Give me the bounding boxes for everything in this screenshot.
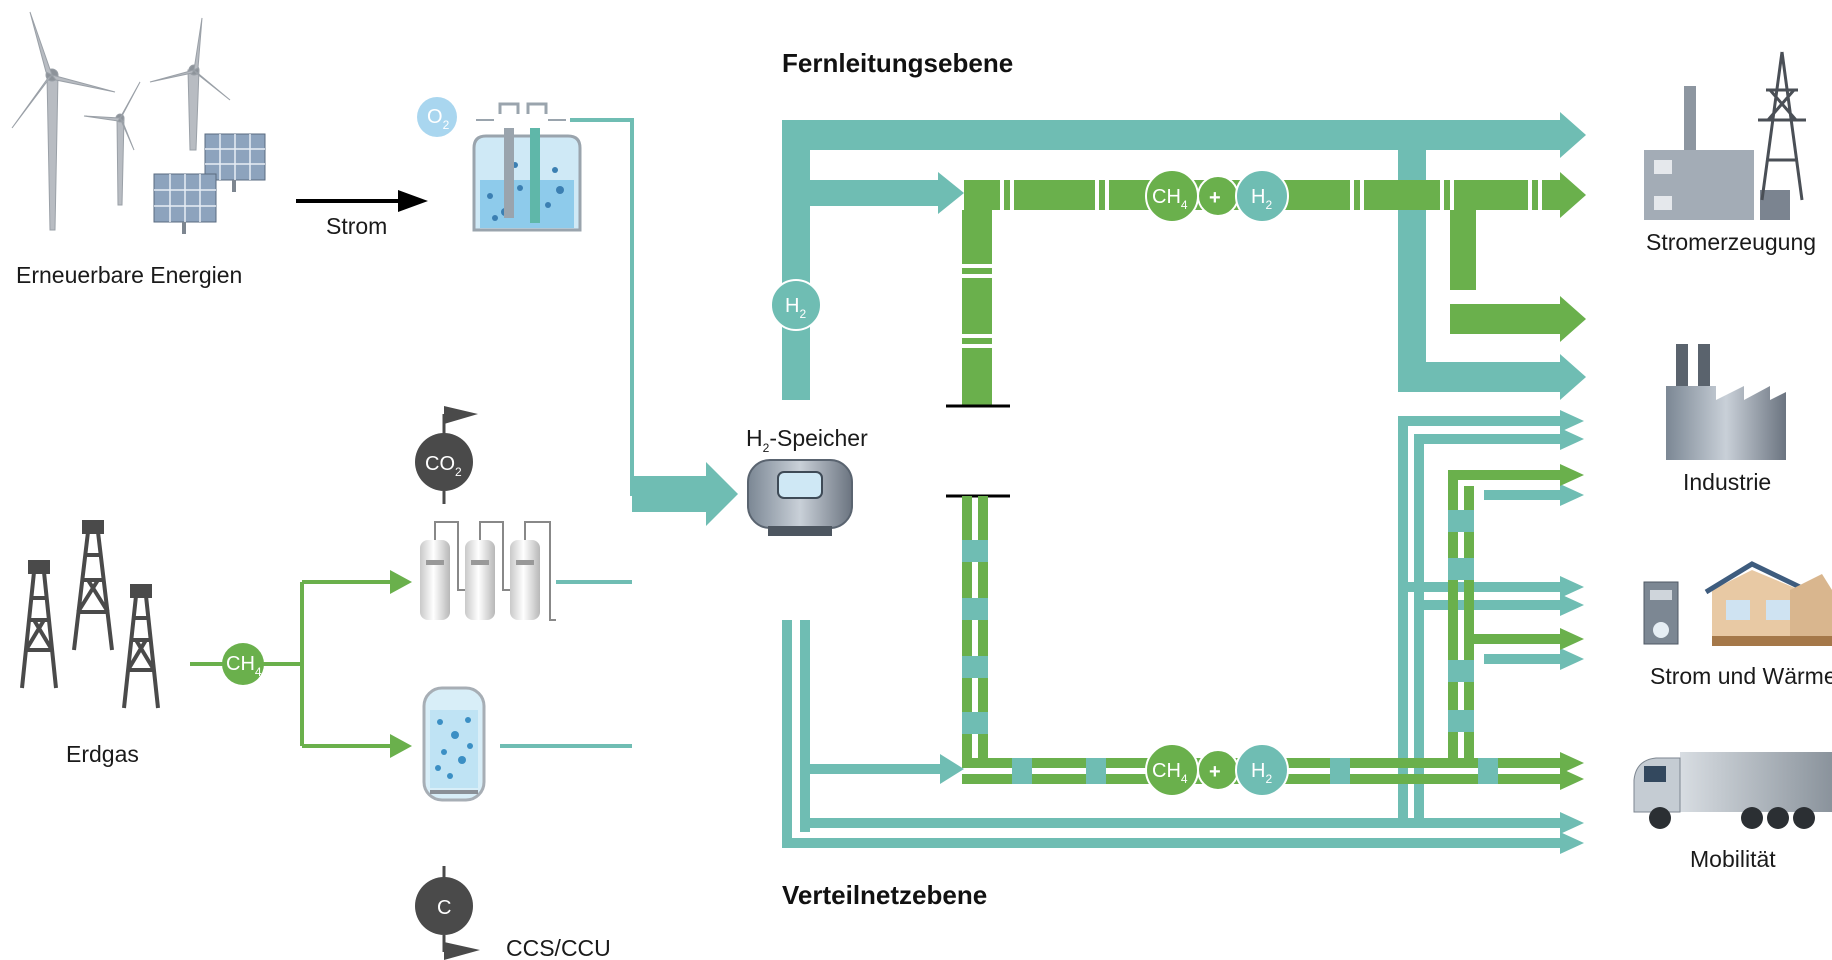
houses-icon	[1643, 561, 1832, 646]
hydrogen-storage-tank-icon	[747, 459, 853, 536]
natural-gas-label: Erdgas	[66, 741, 139, 767]
svg-text:CH4: CH4	[1152, 186, 1188, 212]
svg-text:CH4: CH4	[1152, 760, 1188, 786]
blend-node-distribution: CH4 + H2	[1145, 743, 1289, 797]
methane-arrow-upper	[390, 570, 412, 594]
power-arrow-label: Strom	[326, 213, 387, 239]
pyrolysis-reactor-icon	[422, 686, 486, 802]
distribution-pipe-segments	[962, 510, 1498, 784]
methane-feed-lines	[190, 580, 400, 748]
svg-text:H2: H2	[1251, 760, 1272, 786]
distribution-blend-pipes	[962, 464, 1584, 790]
svg-text:O2: O2	[427, 106, 450, 132]
svg-text:H2: H2	[785, 295, 806, 321]
methane-arrow-lower	[390, 734, 412, 758]
industry-label: Industrie	[1683, 469, 1771, 495]
power-generation-label: Stromerzeugung	[1646, 229, 1816, 255]
blend-node-transmission: CH4 + H2	[1145, 169, 1289, 223]
power-and-heat-label: Strom und Wärme	[1650, 663, 1832, 689]
renewables-label: Erneuerbare Energien	[16, 262, 242, 288]
carbon-node: C	[415, 866, 480, 960]
hydrogen-to-storage-arrow	[706, 462, 738, 526]
distribution-level-label: Verteilnetzebene	[782, 880, 987, 910]
oxygen-node: O2	[417, 97, 457, 137]
svg-text:+: +	[1209, 187, 1221, 209]
svg-text:CH4: CH4	[226, 653, 262, 679]
solar-panels-icon	[153, 133, 266, 234]
factory-icon	[1666, 344, 1786, 460]
svg-text:+: +	[1209, 761, 1221, 783]
electrolyser-hydrogen-line	[570, 118, 634, 496]
oil-derricks-icon	[20, 520, 160, 709]
hydrogen-collector-bar	[632, 476, 708, 512]
distribution-hydrogen-pipes	[782, 410, 1584, 854]
storage-label: H2-Speicher	[746, 425, 868, 455]
svg-text:CO2: CO2	[425, 453, 462, 479]
ccs-label: CCS/CCU	[506, 935, 611, 960]
truck-icon	[1633, 752, 1832, 829]
co2-node: CO2	[415, 406, 478, 504]
svg-text:H2: H2	[1251, 186, 1272, 212]
power-plant-icon	[1644, 51, 1806, 220]
wind-turbines-icon	[11, 11, 231, 231]
power-arrow	[296, 190, 428, 212]
blend-pipe-segments	[962, 180, 1542, 348]
transmission-level-label: Fernleitungsebene	[782, 48, 1013, 78]
svg-text:C: C	[437, 897, 451, 919]
hydrogen-node-transmission: H2	[770, 279, 822, 331]
mobility-label: Mobilität	[1690, 846, 1776, 872]
reformer-tanks-icon	[420, 521, 556, 621]
methane-source-node: CH4	[222, 643, 264, 685]
electrolyser-icon	[472, 102, 582, 232]
